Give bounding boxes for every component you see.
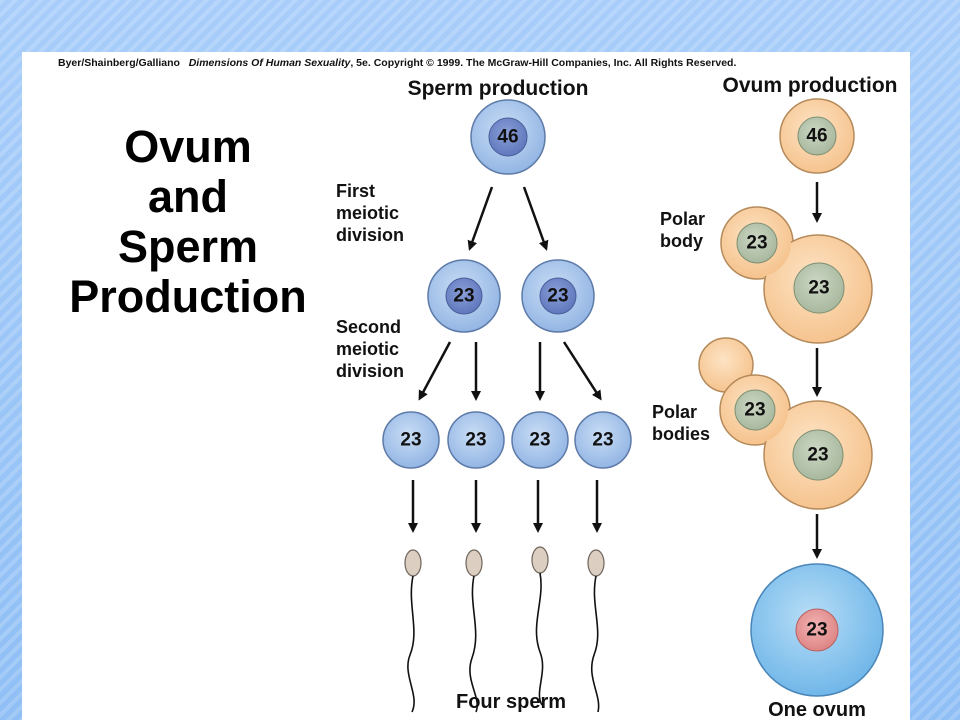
arrow-first-left (467, 186, 494, 251)
arrow-second-4 (562, 341, 602, 401)
svg-text:Polar: Polar (660, 209, 705, 229)
spermatid-4: 23 (574, 411, 632, 469)
oocyte-46: 46 (779, 98, 855, 174)
citation-rest: , 5e. Copyright © 1999. The McGraw-Hill … (350, 57, 737, 69)
polar-body-label: Polar body (660, 209, 705, 251)
sperm-1 (404, 549, 422, 713)
svg-text:23: 23 (592, 430, 613, 451)
svg-text:bodies: bodies (652, 424, 710, 444)
secondary-spermatocyte-2: 23 (521, 259, 595, 333)
svg-text:23: 23 (453, 286, 474, 307)
copyright-line: Byer/Shainberg/Galliano Dimensions Of Hu… (58, 57, 736, 69)
mature-ovum: 23 (750, 563, 884, 697)
svg-text:23: 23 (806, 620, 827, 641)
svg-text:meiotic: meiotic (336, 339, 399, 359)
svg-text:23: 23 (465, 430, 486, 451)
svg-text:division: division (336, 361, 404, 381)
sperm-2 (465, 549, 483, 713)
spermatid-2: 23 (447, 411, 505, 469)
svg-text:division: division (336, 225, 404, 245)
spermatid-3: 23 (511, 411, 569, 469)
title-line-2: and (147, 171, 228, 222)
svg-text:Second: Second (336, 317, 401, 337)
svg-text:23: 23 (400, 430, 421, 451)
svg-text:46: 46 (806, 126, 827, 147)
arrow-first-right (522, 186, 549, 251)
sperm-3 (531, 546, 549, 706)
svg-text:meiotic: meiotic (336, 203, 399, 223)
svg-text:23: 23 (744, 400, 765, 421)
sperm-heading: Sperm production (408, 77, 589, 100)
sperm-4 (587, 549, 605, 713)
svg-text:Polar: Polar (652, 402, 697, 422)
spermatocyte-46: 46 (470, 99, 546, 175)
second-division-label: Second meiotic division (336, 317, 404, 381)
spermatid-1: 23 (382, 411, 440, 469)
svg-text:23: 23 (529, 430, 550, 451)
svg-text:23: 23 (808, 278, 829, 299)
title-line-3: Sperm (117, 221, 259, 272)
citation-authors: Byer/Shainberg/Galliano (58, 57, 180, 69)
sperm-parent-count: 46 (497, 127, 518, 148)
ovum-footer: One ovum (768, 699, 866, 720)
sperm-footer: Four sperm (456, 691, 566, 713)
svg-text:23: 23 (746, 233, 767, 254)
svg-text:First: First (336, 181, 375, 201)
ootid-stage: 23 23 (698, 337, 873, 510)
secondary-spermatocyte-1: 23 (427, 259, 501, 333)
svg-text:body: body (660, 231, 703, 251)
svg-text:23: 23 (807, 445, 828, 466)
ovum-heading: Ovum production (723, 74, 898, 97)
slide-title: Ovum and Sperm Production (52, 122, 324, 322)
first-division-label: First meiotic division (336, 181, 404, 245)
secondary-oocyte: 23 23 (720, 206, 873, 344)
title-line-1: Ovum (124, 121, 252, 172)
svg-text:23: 23 (547, 286, 568, 307)
arrow-second-1 (418, 341, 452, 401)
title-line-4: Production (69, 271, 307, 322)
citation-book: Dimensions Of Human Sexuality (188, 57, 351, 69)
polar-bodies-label: Polar bodies (652, 402, 710, 444)
